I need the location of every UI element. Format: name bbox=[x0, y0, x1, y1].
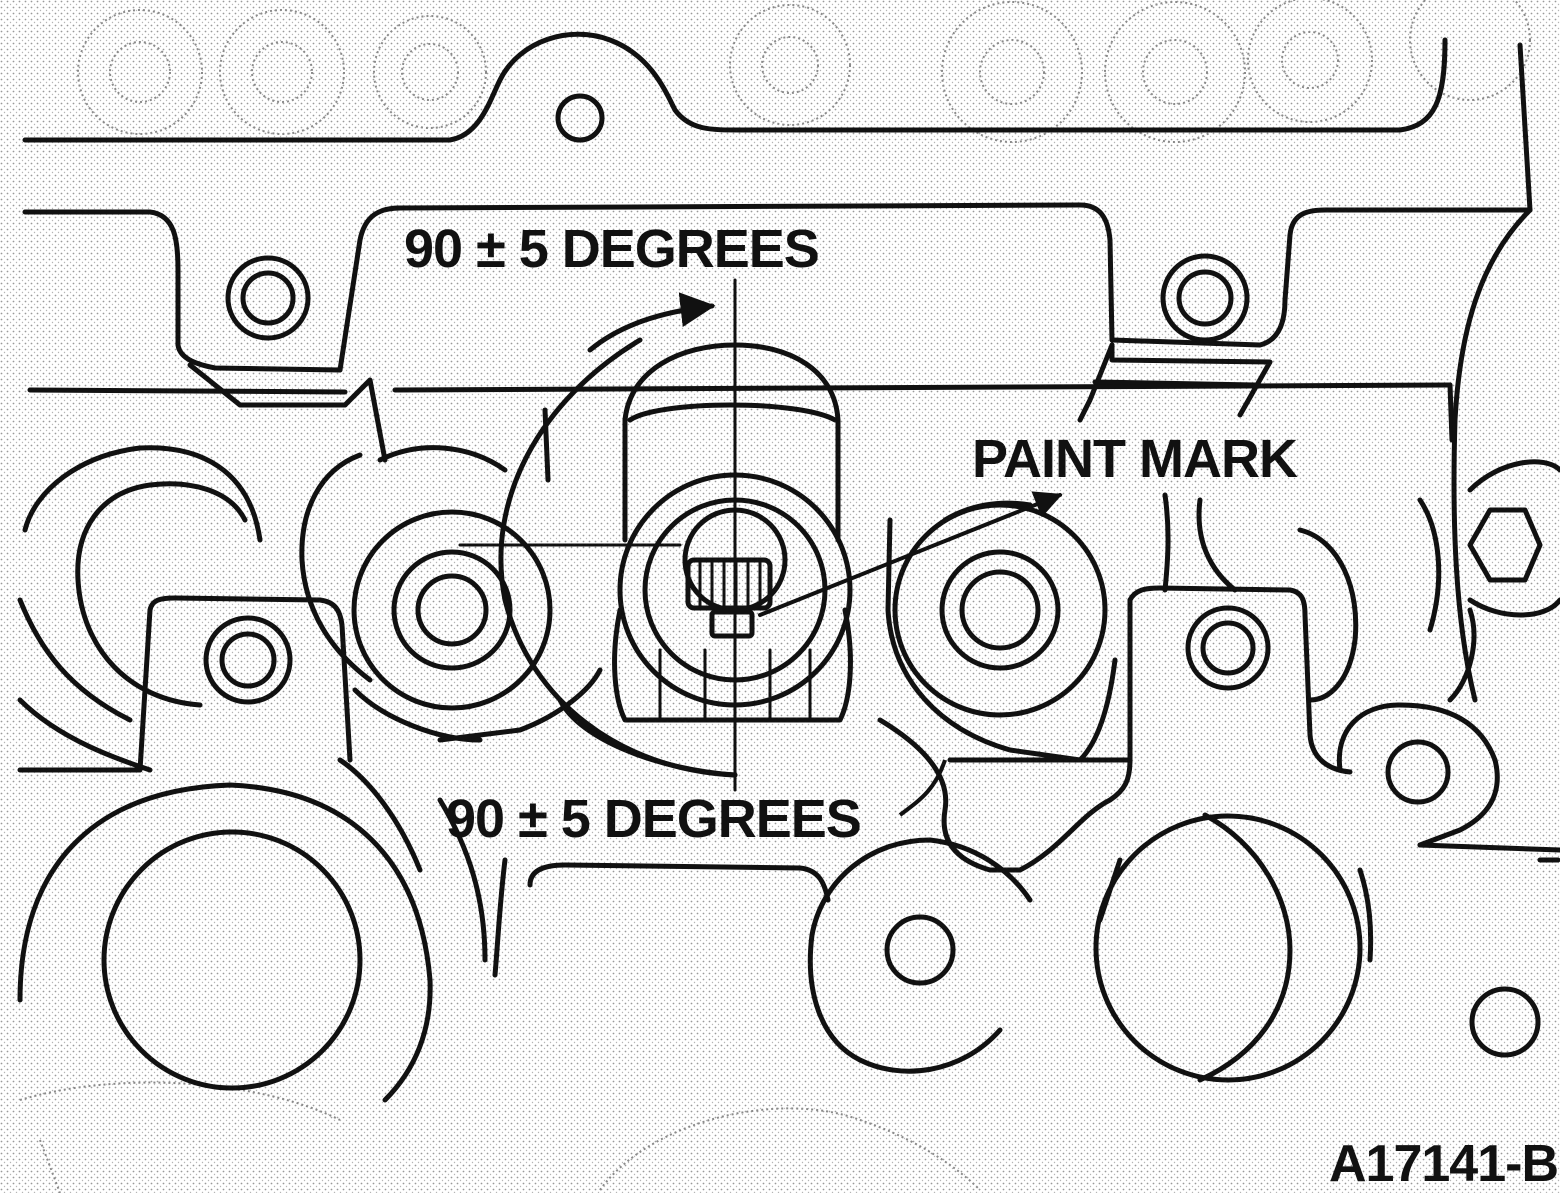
lower-plate bbox=[527, 862, 831, 903]
label-paint-mark: PAINT MARK bbox=[972, 429, 1298, 489]
ghost-shapes-lower bbox=[19, 1081, 981, 1193]
cover-bolt-right bbox=[1160, 253, 1250, 343]
right-cap-block bbox=[1127, 585, 1353, 775]
top-boss-hole bbox=[555, 93, 605, 143]
small-hole-lower-right bbox=[1469, 986, 1541, 1058]
lower-center-lobe bbox=[807, 837, 1033, 1074]
bottom-label-leader bbox=[898, 759, 947, 817]
lower-left-bore bbox=[101, 829, 363, 1091]
top-rail bbox=[22, 31, 1448, 143]
label-angle-top: 90 ± 5 DEGREES bbox=[404, 219, 820, 279]
right-hex-bolt bbox=[1467, 507, 1543, 583]
paint-mark-leader bbox=[758, 491, 1063, 617]
tool-spline bbox=[685, 557, 773, 611]
figure-id: A17141-B bbox=[1328, 1135, 1559, 1193]
line-art bbox=[17, 31, 1560, 1103]
ghost-caps-upper bbox=[77, 0, 1531, 143]
lower-right-bore bbox=[1093, 813, 1363, 1083]
left-journal-outer bbox=[351, 509, 553, 711]
left-cap-block bbox=[17, 595, 353, 773]
right-cap-bolt bbox=[1185, 605, 1271, 691]
cover-outline bbox=[22, 209, 343, 373]
left-bearing-boss bbox=[299, 452, 373, 683]
cam-lobe-left-1 bbox=[22, 445, 263, 543]
rotation-arc bbox=[498, 337, 738, 778]
cover-bolt-left bbox=[225, 255, 311, 341]
label-angle-bottom: 90 ± 5 DEGREES bbox=[446, 789, 862, 849]
lower-left-bore-outer bbox=[17, 782, 433, 1103]
left-cap-bolt bbox=[203, 615, 293, 705]
paint-mark-block bbox=[709, 609, 755, 639]
